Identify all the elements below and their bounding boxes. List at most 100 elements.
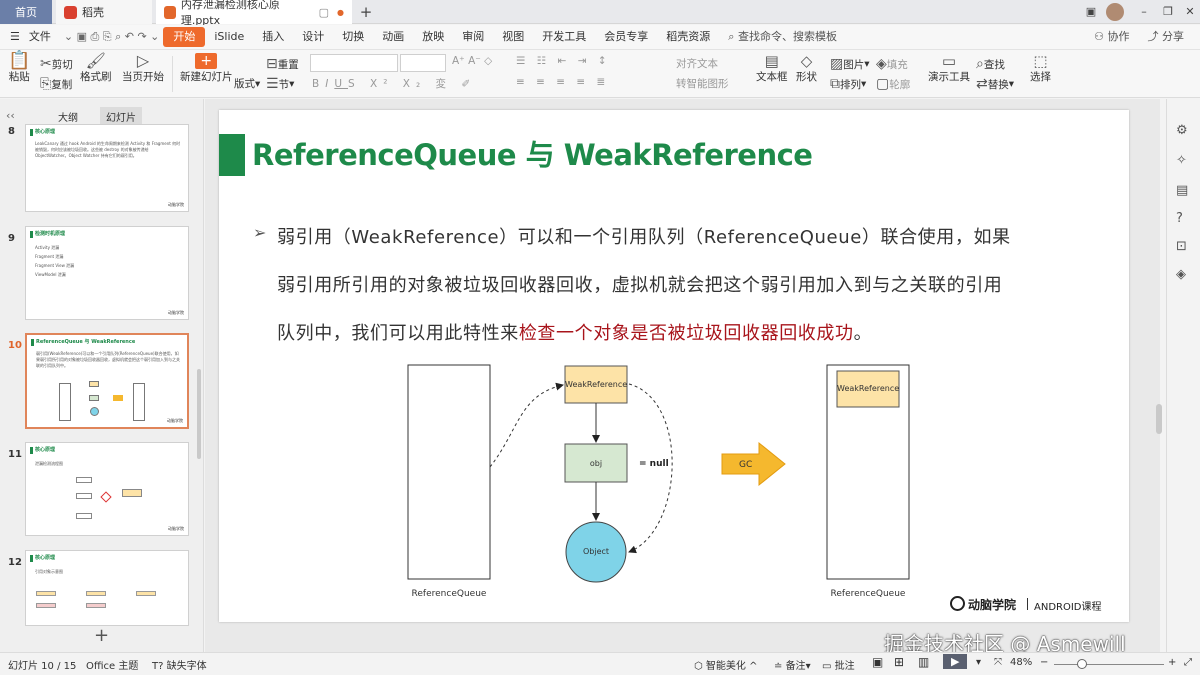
- new-slide-button[interactable]: +新建幻灯片: [180, 53, 233, 84]
- paragraph-buttons[interactable]: ☰ ☷ ⇤ ⇥ ↕: [516, 55, 611, 67]
- layout-button[interactable]: 版式▾: [234, 77, 261, 91]
- copy-icon: ⎘: [40, 76, 52, 92]
- minimize-button[interactable]: –: [1141, 5, 1147, 18]
- zoom-in-icon[interactable]: +: [1168, 657, 1177, 668]
- comment-button[interactable]: ▭ 批注: [822, 657, 855, 672]
- canvas-scrollbar[interactable]: [1156, 404, 1162, 434]
- backup-icon[interactable]: ⊡: [1176, 239, 1187, 254]
- fullscreen-icon[interactable]: ⤢: [1184, 657, 1192, 668]
- slide-thumb-11[interactable]: 核心原理 泄漏检测流程图 动脑学院: [25, 442, 189, 536]
- share-button[interactable]: ⤴ 分享: [1139, 27, 1200, 47]
- animation-icon[interactable]: ✧: [1176, 153, 1187, 168]
- close-button[interactable]: ✕: [1185, 5, 1195, 18]
- slide-thumb-9[interactable]: 检测时机原理 Activity 泄漏 Fragment 泄漏 Fragment …: [25, 226, 189, 320]
- body-line-2[interactable]: 弱引用所引用的对象被垃圾回收器回收，虚拟机就会把这个弱引用加入到与之关联的引用: [277, 275, 1003, 296]
- normal-view-icon[interactable]: ▣: [872, 655, 884, 669]
- textbox-button[interactable]: ▤文本框: [756, 53, 788, 84]
- shape-button[interactable]: ◇形状: [796, 53, 817, 84]
- slide-thumb-12[interactable]: 核心原理 引用对象示意图: [25, 550, 189, 626]
- slide-thumb-8[interactable]: 核心原理 LeakCanary 通过 hook Android 的生命周期来检测…: [25, 124, 189, 212]
- slide-title[interactable]: ReferenceQueue 与 WeakReference: [252, 138, 813, 172]
- theme-name[interactable]: Office 主题: [86, 661, 139, 672]
- smart-beautify-button[interactable]: ⬡ 智能美化 ^: [694, 661, 758, 672]
- smart-graphic-button[interactable]: 转智能图形: [676, 76, 729, 91]
- menu-design[interactable]: 设计: [302, 30, 325, 43]
- grid-view-icon[interactable]: ⊞: [894, 655, 905, 669]
- presentation-tools-button[interactable]: ▭演示工具: [928, 53, 970, 84]
- body-line-1[interactable]: 弱引用（WeakReference）可以和一个引用队列（ReferenceQue…: [277, 227, 1011, 248]
- notes-button[interactable]: ≐ 备注▾: [774, 661, 811, 672]
- missing-font-label: 缺失字体: [166, 661, 207, 672]
- menu-view[interactable]: 视图: [502, 30, 525, 43]
- menu-transition[interactable]: 切换: [342, 30, 365, 43]
- obj-box: [564, 443, 628, 483]
- menu-review[interactable]: 审阅: [462, 30, 485, 43]
- paste-button[interactable]: 📋粘贴: [8, 52, 30, 84]
- window-icon[interactable]: ▢: [318, 5, 330, 19]
- menu-insert[interactable]: 插入: [262, 30, 285, 43]
- location-icon[interactable]: ◈: [1176, 267, 1186, 282]
- help-icon[interactable]: ?: [1176, 211, 1183, 226]
- slide-thumb-10[interactable]: ReferenceQueue 与 WeakReference 弱引用(WeakR…: [25, 333, 189, 429]
- font-size-buttons[interactable]: A⁺ A⁻ ◇: [452, 55, 493, 67]
- play-current-button[interactable]: ▷当页开始: [122, 53, 164, 84]
- font-name-select[interactable]: [310, 54, 398, 72]
- play-options-button[interactable]: ▾: [976, 657, 982, 668]
- reset-button[interactable]: ⊟重置: [266, 56, 299, 72]
- zoom-level[interactable]: 48%: [1010, 657, 1033, 668]
- document-icon[interactable]: ▤: [1176, 183, 1189, 198]
- panel-scrollbar[interactable]: [197, 369, 201, 459]
- body-line-3[interactable]: 队列中，我们可以用此特性来检查一个对象是否被垃圾回收器回收成功。: [277, 319, 872, 345]
- picture-button[interactable]: ▨图片▾: [830, 56, 870, 72]
- missing-font-button[interactable]: T? 缺失字体: [152, 657, 207, 672]
- font-size-select[interactable]: [400, 54, 446, 72]
- menu-docer[interactable]: 稻壳资源: [666, 30, 711, 43]
- command-search[interactable]: ⌕ 查找命令、搜索模板: [719, 27, 846, 47]
- thumb-title: ReferenceQueue 与 WeakReference: [36, 339, 136, 345]
- tab-file[interactable]: 内存泄漏检测核心原理.pptx▢●: [156, 0, 352, 27]
- reading-view-icon[interactable]: ▥: [918, 655, 930, 669]
- menu-slideshow[interactable]: 放映: [422, 30, 445, 43]
- select-button[interactable]: ⬚选择: [1030, 53, 1051, 84]
- outline-button[interactable]: ▢轮廓: [876, 76, 910, 92]
- tab-slides[interactable]: 幻灯片: [100, 107, 142, 126]
- menu-home[interactable]: 开始: [163, 27, 206, 47]
- format-painter-button[interactable]: 🖌格式刷: [80, 53, 112, 84]
- tab-home[interactable]: 首页: [0, 0, 52, 24]
- zoom-slider-thumb[interactable]: [1077, 659, 1087, 669]
- arrange-button[interactable]: ⧉排列▾: [830, 76, 867, 92]
- settings-sliders-icon[interactable]: ⚙: [1176, 123, 1188, 138]
- fit-icon[interactable]: ⤧: [994, 657, 1002, 668]
- avatar[interactable]: [1106, 3, 1124, 21]
- menu-animation[interactable]: 动画: [382, 30, 405, 43]
- menu-devtools[interactable]: 开发工具: [542, 30, 587, 43]
- restore-button[interactable]: ❐: [1163, 5, 1173, 18]
- replace-button[interactable]: ⇄替换▾: [976, 76, 1015, 92]
- copy-button[interactable]: ⎘复制: [40, 76, 72, 92]
- collab-button[interactable]: ⚇ 协作: [1085, 27, 1138, 47]
- fill-button[interactable]: ◈填充: [876, 56, 908, 72]
- section-button[interactable]: ☰节▾: [266, 76, 295, 92]
- new-tab-button[interactable]: +: [359, 3, 373, 21]
- current-slide[interactable]: ReferenceQueue 与 WeakReference ➢ 弱引用（Wea…: [219, 110, 1129, 622]
- menu-member[interactable]: 会员专享: [604, 30, 649, 43]
- menu-islide[interactable]: iSlide: [214, 30, 245, 43]
- collapse-panel-icon[interactable]: ‹‹: [6, 109, 15, 122]
- quick-access-icons[interactable]: ⌄ ▣ ⎙ ⎘ ⌕ ↶ ↷ ⌄: [63, 30, 160, 43]
- zoom-out-icon[interactable]: −: [1040, 657, 1049, 668]
- zoom-slider[interactable]: [1054, 664, 1164, 665]
- layout-icon[interactable]: ▣: [1085, 5, 1097, 18]
- menu-file[interactable]: 文件: [28, 30, 51, 43]
- thumb-flow-box: [76, 513, 92, 519]
- bullet-arrow-icon: ➢: [253, 223, 267, 242]
- tab-outline[interactable]: 大纲: [58, 113, 78, 124]
- play-slideshow-icon[interactable]: ▶: [943, 654, 968, 669]
- tab-docer[interactable]: 稻壳: [56, 0, 152, 24]
- add-slide-button[interactable]: +: [94, 625, 110, 646]
- find-button[interactable]: ⌕查找: [976, 56, 1005, 72]
- hamburger-icon[interactable]: ☰: [10, 30, 20, 43]
- align-text-button[interactable]: 对齐文本: [676, 56, 718, 71]
- cut-button[interactable]: ✂剪切: [40, 56, 73, 72]
- align-buttons[interactable]: ≡ ≡ ≡ ≡ ≣: [516, 76, 610, 88]
